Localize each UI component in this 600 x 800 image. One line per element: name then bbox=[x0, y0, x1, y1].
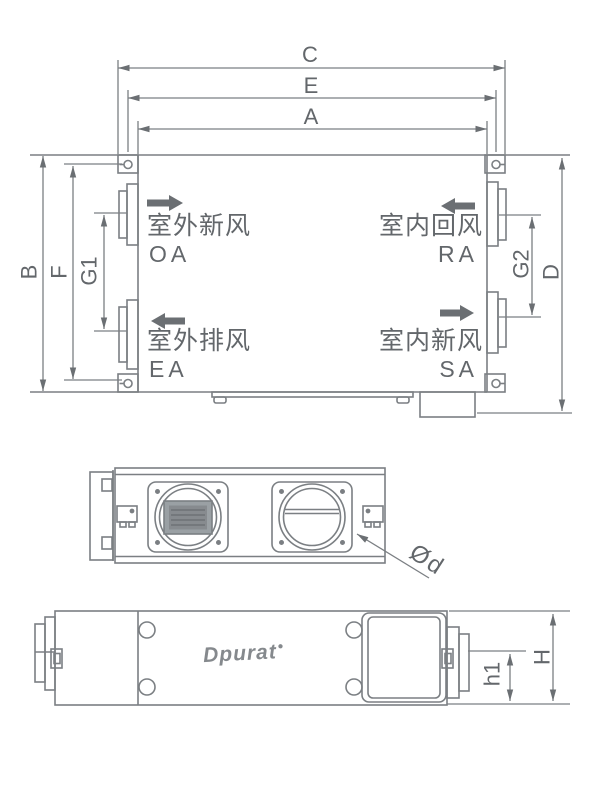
sa-arrow-right-icon bbox=[440, 305, 474, 321]
port-sa-label: 室内新风 bbox=[378, 327, 483, 355]
port-oa-label: 室外新风 bbox=[147, 212, 252, 240]
side-duct-box bbox=[89, 470, 114, 561]
mounting-clip-left-icon bbox=[116, 505, 138, 528]
dim-label-b: B bbox=[16, 264, 42, 280]
end-view bbox=[89, 467, 430, 579]
ra-arrow-left-icon bbox=[441, 198, 475, 214]
diameter-leader-line bbox=[356, 533, 430, 579]
brand-logo: Dpurat● bbox=[202, 640, 286, 668]
front-view bbox=[30, 60, 572, 418]
port-ea-label: 室外排风 bbox=[147, 327, 252, 355]
mounting-clip-right-icon bbox=[362, 505, 384, 528]
port-ra-label: 室内回风 bbox=[378, 212, 483, 240]
dim-label-f: F bbox=[46, 265, 72, 279]
dim-label-e: E bbox=[303, 73, 319, 98]
dim-label-d: D bbox=[538, 264, 564, 280]
duct-flange-ea bbox=[118, 299, 139, 370]
oa-arrow-right-icon bbox=[147, 195, 183, 211]
unit-body bbox=[114, 467, 386, 564]
dim-label-c: C bbox=[302, 42, 318, 67]
duct-port-left bbox=[147, 481, 229, 553]
dim-label-h: H bbox=[529, 649, 555, 665]
side-view bbox=[34, 610, 570, 706]
duct-flange-oa bbox=[118, 183, 139, 246]
dim-label-a: A bbox=[303, 104, 319, 129]
port-oa-code: OA bbox=[149, 241, 191, 267]
airflow-arrows bbox=[147, 195, 475, 329]
ea-arrow-left-icon bbox=[151, 313, 185, 329]
dim-label-h1: h1 bbox=[479, 661, 505, 687]
brand-logo-text: Dpurat bbox=[202, 640, 278, 668]
access-panel bbox=[361, 612, 447, 703]
port-ra-code: RA bbox=[438, 241, 478, 267]
port-sa-code: SA bbox=[439, 356, 478, 382]
duct-flange-sa bbox=[486, 291, 507, 354]
duct-port-right bbox=[271, 481, 353, 553]
bottom-rail-and-feet bbox=[211, 391, 414, 404]
fan-motor bbox=[163, 500, 213, 535]
dimension-lines bbox=[39, 60, 572, 414]
port-ea-code: EA bbox=[149, 356, 188, 382]
brand-trademark-dot: ● bbox=[277, 640, 285, 653]
left-duct-collars bbox=[34, 616, 63, 691]
duct-flange-ra bbox=[486, 181, 507, 247]
right-duct-collars bbox=[441, 626, 470, 699]
control-box bbox=[419, 391, 476, 418]
dim-label-g2: G2 bbox=[508, 249, 534, 279]
unit-body bbox=[30, 154, 570, 393]
dim-label-g1: G1 bbox=[76, 256, 102, 286]
dimension-lines bbox=[447, 610, 570, 705]
